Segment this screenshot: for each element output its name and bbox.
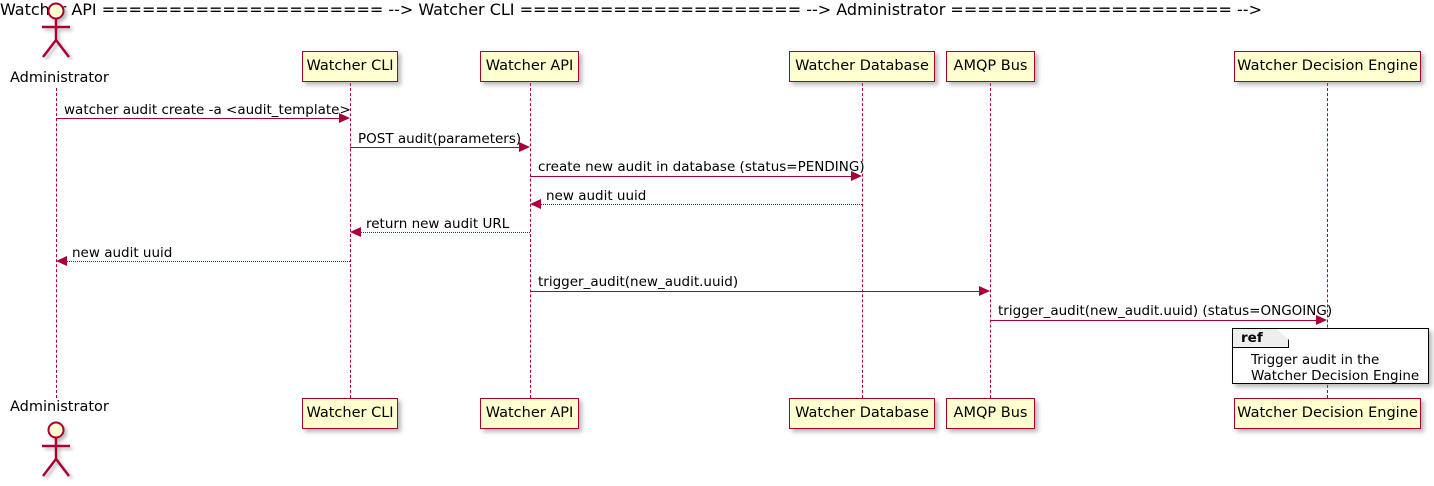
actor-stick-figure-icon — [42, 421, 70, 477]
lifeline-watcher-decision-engine — [1327, 83, 1328, 398]
message-line-watcher-audit-create — [56, 118, 339, 119]
actor-stick-figure-icon — [42, 2, 70, 58]
lifeline-watcher-api — [530, 83, 531, 398]
message-label-new-audit-uuid-db: new audit uuid — [546, 188, 647, 204]
participant-watcher-database-top[interactable]: Watcher Database — [789, 51, 935, 82]
lifeline-amqp-bus — [990, 83, 991, 398]
arrow-head-icon — [530, 199, 541, 209]
lifeline-administrator — [56, 88, 57, 398]
message-line-trigger-audit — [530, 291, 979, 292]
actor-administrator-top — [30, 2, 90, 60]
message-line-return-new-audit-url — [361, 232, 530, 233]
arrow-head-icon — [519, 142, 530, 152]
ref-fragment-tab-label: ref — [1233, 329, 1289, 348]
participant-watcher-database-bottom[interactable]: Watcher Database — [789, 398, 935, 429]
message-line-create-new-audit — [530, 176, 851, 177]
message-line-new-audit-uuid-db — [541, 204, 862, 205]
actor-label-administrator-top: Administrator — [10, 70, 109, 86]
message-line-post-audit — [350, 147, 519, 148]
message-label-new-audit-uuid-cli: new audit uuid — [72, 245, 173, 261]
participant-watcher-cli-top[interactable]: Watcher CLI — [302, 51, 398, 82]
message-label-trigger-audit-ongoing: trigger_audit(new_audit.uuid) (status=ON… — [998, 303, 1333, 319]
message-label-create-new-audit: create new audit in database (status=PEN… — [538, 159, 865, 175]
message-label-return-new-audit-url: return new audit URL — [366, 216, 510, 232]
participant-watcher-api-bottom[interactable]: Watcher API — [480, 398, 579, 429]
actor-administrator-bottom — [30, 419, 90, 477]
participant-watcher-decision-engine-bottom[interactable]: Watcher Decision Engine — [1234, 398, 1421, 429]
arrow-head-icon — [56, 256, 67, 266]
participant-watcher-cli-bottom[interactable]: Watcher CLI — [302, 398, 398, 429]
arrow-head-icon — [1316, 315, 1327, 325]
arrow-head-icon — [339, 113, 350, 123]
message-line-new-audit-uuid-cli — [67, 261, 350, 262]
message-label-trigger-audit: trigger_audit(new_audit.uuid) — [538, 274, 739, 290]
message-label-watcher-audit-create: watcher audit create -a <audit_template> — [64, 102, 351, 118]
participant-watcher-api-top[interactable]: Watcher API — [480, 51, 579, 82]
ref-fragment[interactable]: ref Trigger audit in the Watcher Decisio… — [1232, 328, 1429, 384]
actor-label-administrator-bottom: Administrator — [10, 399, 109, 415]
message-line-trigger-audit-ongoing — [990, 320, 1316, 321]
participant-watcher-decision-engine-top[interactable]: Watcher Decision Engine — [1234, 51, 1421, 82]
lifeline-watcher-cli — [350, 83, 351, 398]
ref-fragment-text-line-1: Trigger audit in the — [1251, 352, 1380, 368]
ref-fragment-text-line-2: Watcher Decision Engine — [1251, 368, 1420, 384]
message-label-post-audit: POST audit(parameters) — [358, 131, 522, 147]
participant-amqp-bus-top[interactable]: AMQP Bus — [946, 51, 1035, 82]
arrow-head-icon — [851, 171, 862, 181]
arrow-head-icon — [350, 227, 361, 237]
participant-amqp-bus-bottom[interactable]: AMQP Bus — [946, 398, 1035, 429]
arrow-head-icon — [979, 286, 990, 296]
lifeline-watcher-database — [862, 83, 863, 398]
